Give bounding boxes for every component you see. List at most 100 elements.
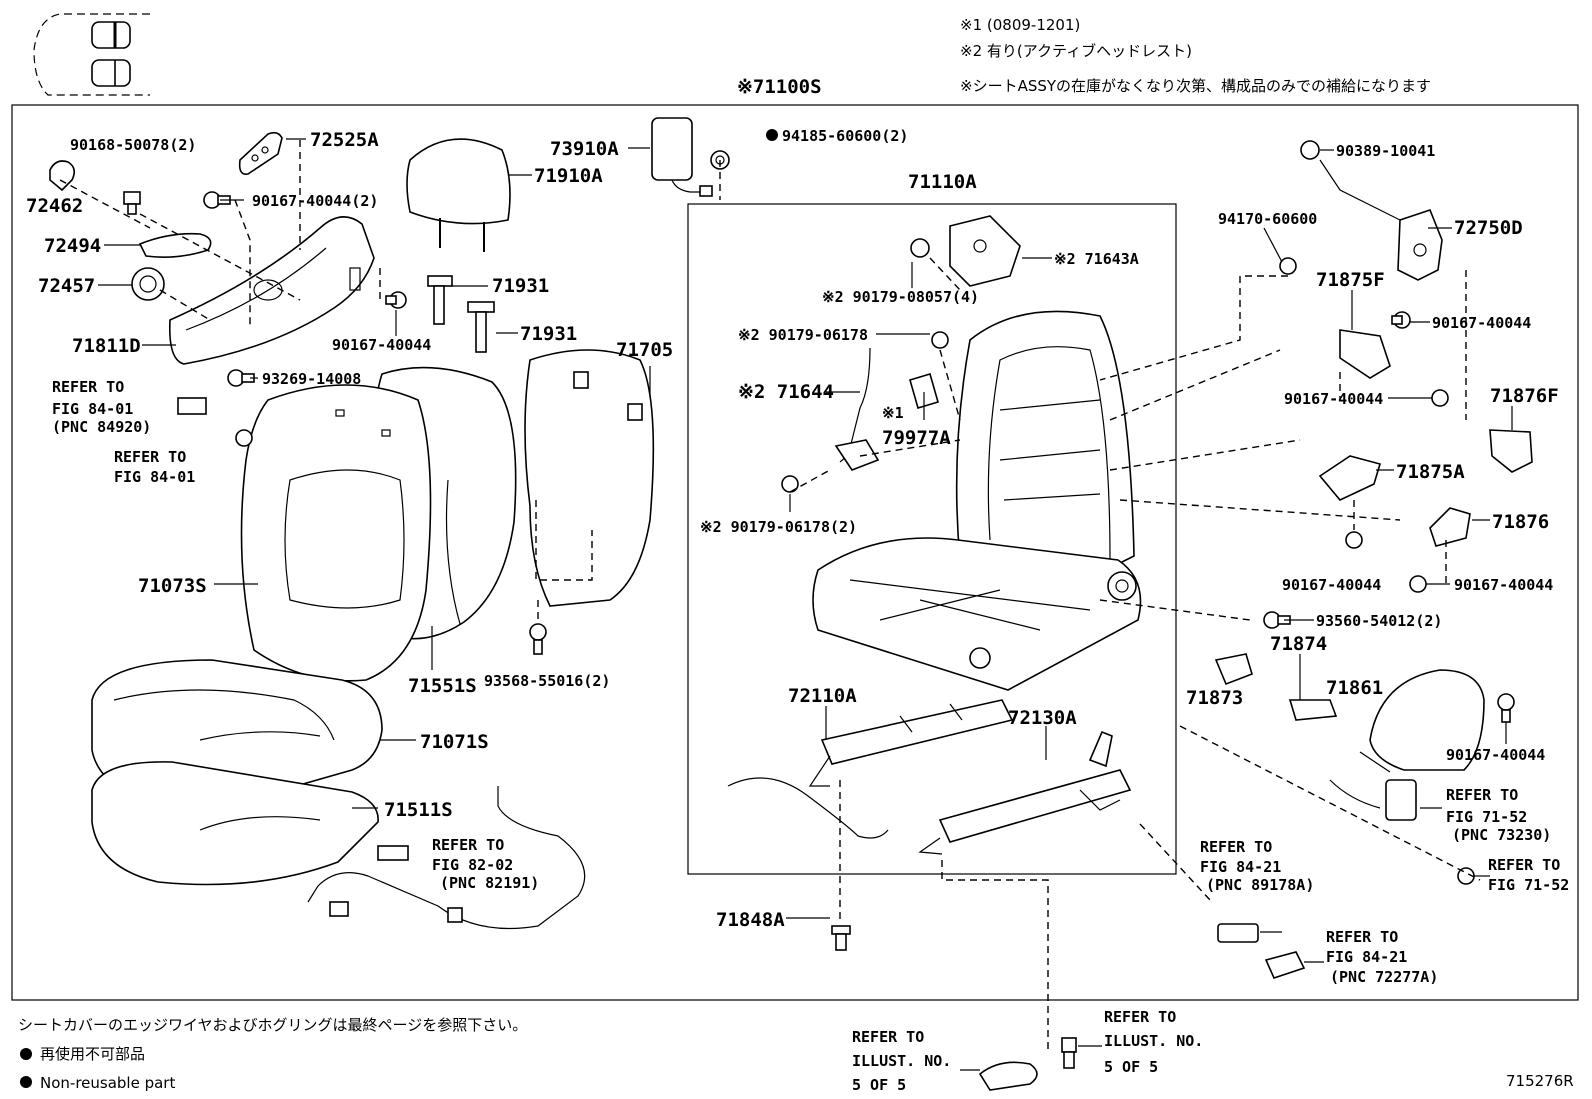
part-72462-drawing bbox=[49, 160, 76, 192]
label-79977A-mark: ※1 bbox=[882, 404, 904, 422]
label-90167-40044-c: 90167-40044 bbox=[1432, 314, 1531, 332]
label-71875A: 71875A bbox=[1396, 461, 1465, 483]
label-90179-06178-2: ※2 90179-06178(2) bbox=[700, 518, 857, 536]
figure-id: 715276R bbox=[1506, 1072, 1574, 1090]
assembly-label: ※71100S bbox=[737, 76, 822, 98]
part-72110A-drawing bbox=[808, 699, 1014, 787]
legend-jp: 再使用不可部品 bbox=[40, 1045, 145, 1063]
part-71073S-drawing bbox=[240, 384, 432, 682]
bolt-90167d bbox=[1431, 389, 1449, 407]
label-93560-54012: 93560-54012(2) bbox=[1316, 612, 1442, 630]
bolt-90167b bbox=[385, 291, 407, 309]
buckle-73230-drawing bbox=[1329, 779, 1417, 821]
label-90167-40044-f: 90167-40044 bbox=[1454, 576, 1553, 594]
ref2-line1: REFER TO bbox=[114, 448, 186, 466]
label-71876: 71876 bbox=[1492, 511, 1549, 533]
label-71551S: 71551S bbox=[408, 675, 477, 697]
legend-en: Non-reusable part bbox=[40, 1074, 175, 1092]
bolt-90167e bbox=[1345, 531, 1363, 549]
non-reusable-marker bbox=[766, 129, 778, 141]
ref3-line1: REFER TO bbox=[432, 836, 504, 854]
label-71931-b: 71931 bbox=[520, 323, 577, 345]
label-79977A: 79977A bbox=[882, 427, 951, 449]
label-94185-60600: 94185-60600(2) bbox=[782, 127, 908, 145]
part-71643A-drawing bbox=[949, 215, 1021, 287]
part-72750D-drawing bbox=[1319, 159, 1443, 281]
part-73910A-drawing bbox=[651, 117, 713, 197]
part-71873-drawing bbox=[1214, 653, 1253, 686]
label-71910A: 71910A bbox=[534, 165, 603, 187]
ref6-line3: (PNC 73230) bbox=[1452, 826, 1551, 844]
part-72525A-drawing bbox=[238, 131, 283, 176]
leader-lines bbox=[98, 138, 1513, 1071]
footer-note: シートカバーのエッジワイヤおよびホグリングは最終ページを参照下さい。 bbox=[18, 1016, 527, 1034]
label-72525A: 72525A bbox=[310, 129, 379, 151]
label-90167-40044-2: 90167-40044(2) bbox=[252, 192, 378, 210]
label-71071S: 71071S bbox=[420, 731, 489, 753]
label-71644: ※2 71644 bbox=[738, 381, 834, 403]
ref7-line2: FIG 71-52 bbox=[1488, 876, 1569, 894]
label-71875F: 71875F bbox=[1316, 269, 1385, 291]
label-72130A: 72130A bbox=[1008, 707, 1077, 729]
ref6-line2: FIG 71-52 bbox=[1446, 808, 1527, 826]
ref1-line2: FIG 84-01 bbox=[52, 400, 133, 418]
bolt-illust-5of5 bbox=[1061, 1037, 1077, 1069]
ref8-line1: REFER TO bbox=[852, 1028, 924, 1046]
label-71861: 71861 bbox=[1326, 677, 1383, 699]
label-90389-10041: 90389-10041 bbox=[1336, 142, 1435, 160]
label-71643A: ※2 71643A bbox=[1054, 250, 1139, 268]
outer-frame bbox=[11, 104, 1579, 1001]
ref5-line2: FIG 84-21 bbox=[1326, 948, 1407, 966]
label-71705: 71705 bbox=[616, 339, 673, 361]
bolt-71848A bbox=[831, 925, 851, 951]
nut-90179b bbox=[931, 331, 949, 349]
label-71848A: 71848A bbox=[716, 909, 785, 931]
label-93269-14008: 93269-14008 bbox=[262, 370, 361, 388]
ref1-line3: (PNC 84920) bbox=[52, 418, 151, 436]
part-71875F-drawing bbox=[1339, 329, 1391, 379]
ref4-line1: REFER TO bbox=[1200, 838, 1272, 856]
label-90167-40044-d: 90167-40044 bbox=[1284, 390, 1383, 408]
bolt-90168 bbox=[123, 191, 141, 215]
ref4-line2: FIG 84-21 bbox=[1200, 858, 1281, 876]
ref2-line2: FIG 84-01 bbox=[114, 468, 195, 486]
connector-84920-drawing bbox=[177, 397, 207, 415]
part-71874-drawing bbox=[1288, 699, 1338, 721]
part-71705-drawing bbox=[524, 349, 655, 607]
label-90167-40044-g: 90167-40044 bbox=[1446, 746, 1545, 764]
label-71110A: 71110A bbox=[908, 171, 977, 193]
label-71873: 71873 bbox=[1186, 687, 1243, 709]
bolt-90389 bbox=[1300, 140, 1320, 160]
part-71931b-drawing bbox=[467, 301, 495, 353]
bolt-90167g bbox=[1497, 693, 1515, 723]
ref6-line1: REFER TO bbox=[1446, 786, 1518, 804]
label-73910A: 73910A bbox=[550, 138, 619, 160]
screw-93568 bbox=[529, 623, 547, 655]
ref4-line3: (PNC 89178A) bbox=[1206, 876, 1314, 894]
ref5-line3: (PNC 72277A) bbox=[1330, 968, 1438, 986]
part-72130A-drawing bbox=[918, 730, 1132, 855]
label-90179-08057: ※2 90179-08057(4) bbox=[822, 288, 979, 306]
ref3-line2: FIG 82-02 bbox=[432, 856, 513, 874]
ref7-line1: REFER TO bbox=[1488, 856, 1560, 874]
nut-94170 bbox=[1279, 257, 1297, 275]
part-71511S-drawing bbox=[91, 761, 379, 886]
connector-89178A-drawing bbox=[1217, 923, 1259, 943]
screw-93269 bbox=[227, 369, 255, 387]
ref1-line1: REFER TO bbox=[52, 378, 124, 396]
part-71644-drawing bbox=[834, 347, 880, 471]
ref8-line2: ILLUST. NO. bbox=[852, 1052, 951, 1070]
part-72494-drawing bbox=[138, 232, 212, 258]
label-71073S: 71073S bbox=[138, 575, 207, 597]
screw-fig84-01 bbox=[235, 429, 253, 447]
ref9-line3: 5 OF 5 bbox=[1104, 1058, 1158, 1076]
label-72494: 72494 bbox=[44, 235, 101, 257]
label-72457: 72457 bbox=[38, 275, 95, 297]
bolt-90167c bbox=[1391, 311, 1411, 329]
label-71511S: 71511S bbox=[384, 799, 453, 821]
vehicle-locator-icon bbox=[33, 13, 150, 96]
label-71931-a: 71931 bbox=[492, 275, 549, 297]
label-72110A: 72110A bbox=[788, 685, 857, 707]
note-3: ※シートASSYの在庫がなくなり次第、構成品のみでの補給になります bbox=[960, 77, 1431, 95]
label-90168-50078: 90168-50078(2) bbox=[70, 136, 196, 154]
